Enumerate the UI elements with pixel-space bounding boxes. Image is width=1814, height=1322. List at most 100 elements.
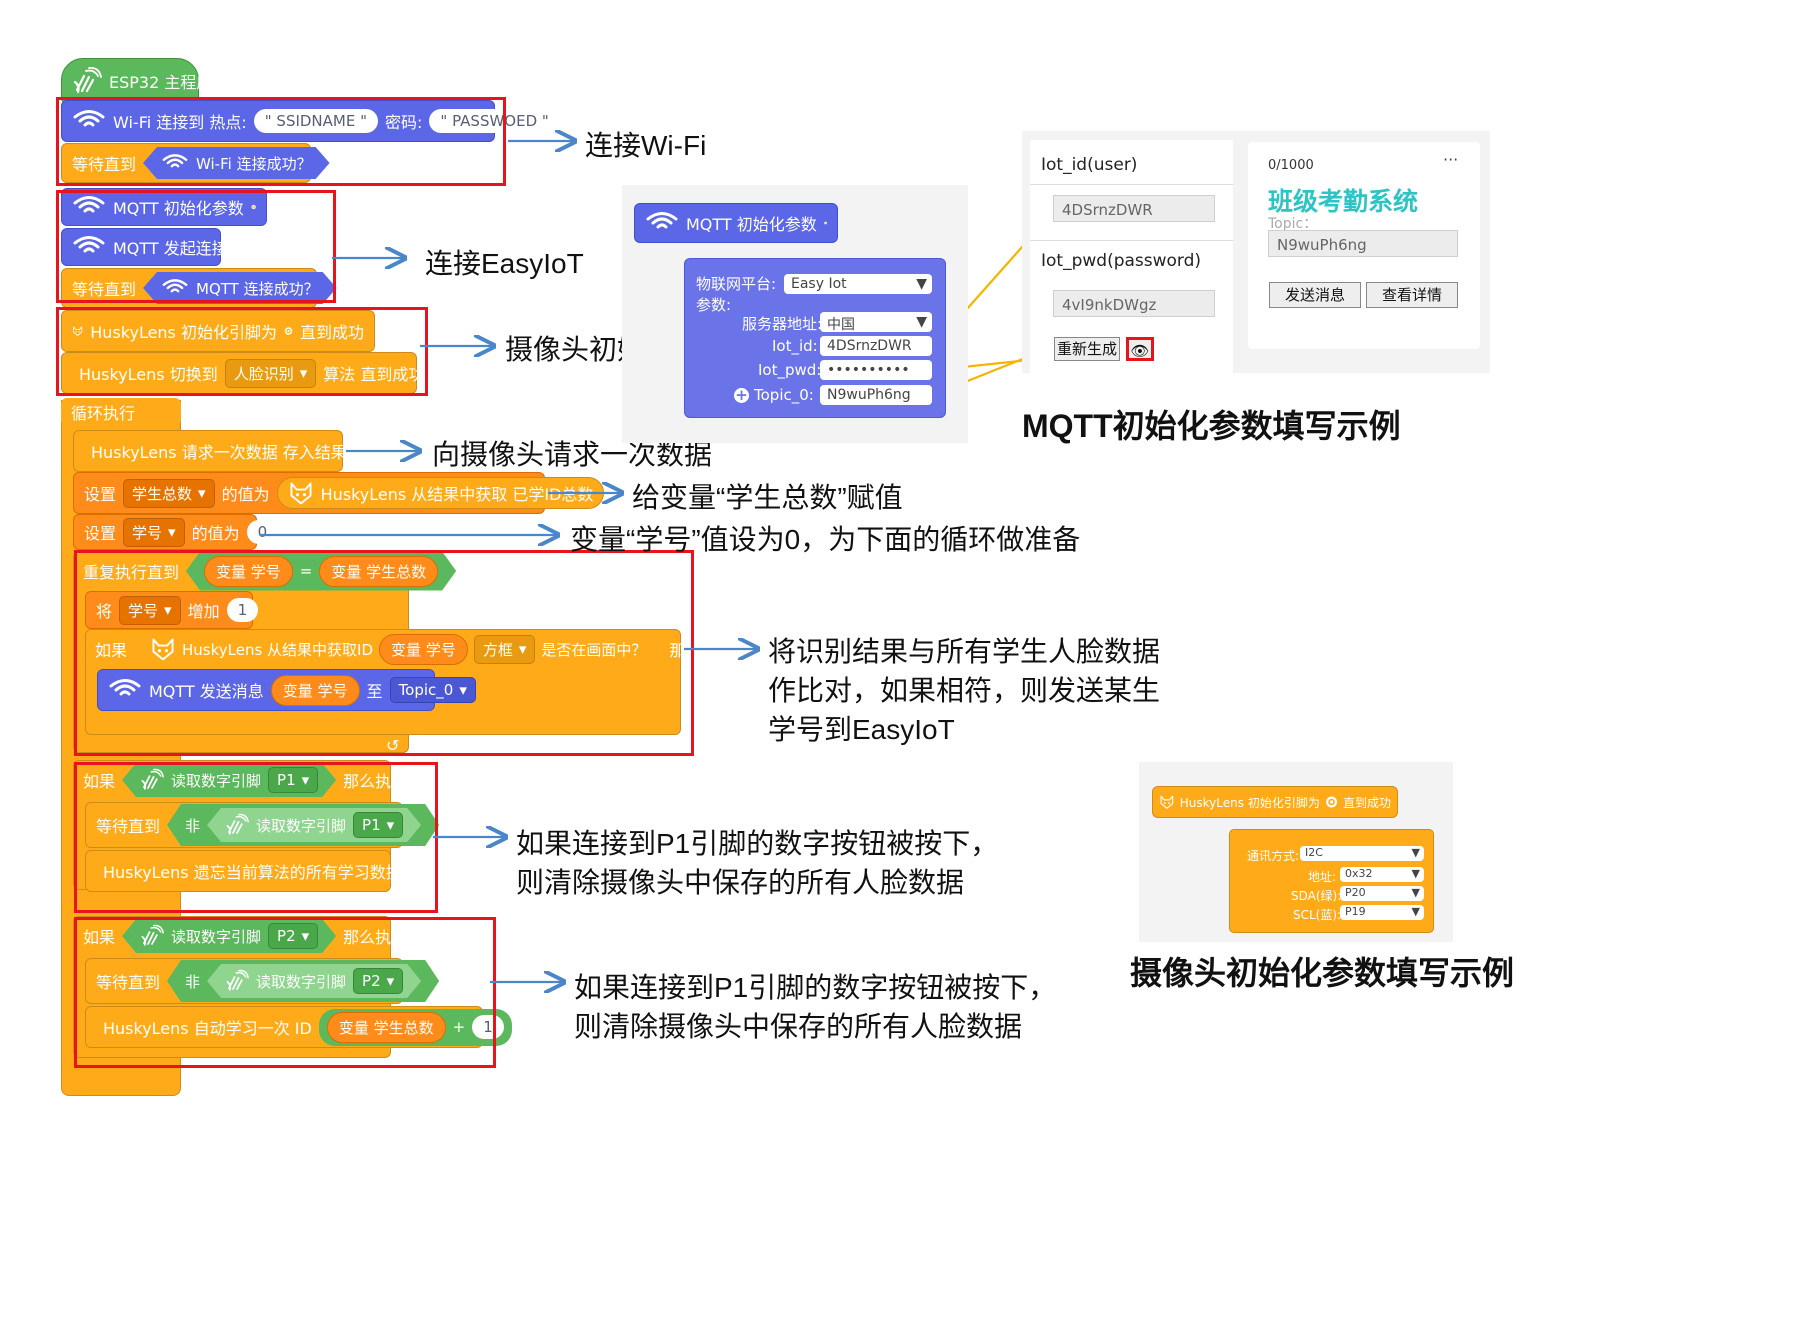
- scl-select[interactable]: P19▼: [1340, 905, 1424, 920]
- read-pin-label: 读取数字引脚: [171, 771, 262, 790]
- huskylens-switch-block[interactable]: HuskyLens 切换到 人脸识别▾ 算法 直到成功: [61, 352, 424, 394]
- equals-condition[interactable]: 变量 学号 = 变量 学生总数: [186, 552, 456, 591]
- read-p1-condition[interactable]: 读取数字引脚 P1▾: [207, 808, 421, 842]
- password-input[interactable]: " PASSWOED ": [429, 109, 560, 133]
- show-password-button[interactable]: 👁: [1126, 337, 1154, 361]
- view-details-button[interactable]: 查看详情: [1366, 282, 1458, 308]
- annotation-compare: 将识别结果与所有学生人脸数据 作比对，如果相符，则发送某生 学号到EasyIoT: [768, 632, 1160, 749]
- addend-input[interactable]: 1: [472, 1015, 504, 1039]
- iot-pwd-label: Iot_pwd:: [758, 361, 822, 379]
- wifi-connected-condition[interactable]: Wi-Fi 连接成功？: [143, 147, 330, 179]
- increment-block[interactable]: 将 学号▾ 增加 1: [85, 591, 259, 629]
- husky-example-block[interactable]: HuskyLens 初始化引脚为 直到成功: [1152, 786, 1398, 818]
- learned-id-total-label: HuskyLens 从结果中获取 已学ID总数: [320, 485, 594, 504]
- pin-value: P2: [277, 927, 296, 945]
- iot-pwd-input[interactable]: ••••••••••: [820, 360, 932, 380]
- huskylens-init-label: HuskyLens 初始化引脚为: [90, 323, 277, 342]
- add-icon[interactable]: +: [734, 386, 749, 404]
- pin-dropdown[interactable]: P1▾: [353, 812, 403, 838]
- wifi-connect-block[interactable]: Wi-Fi 连接到 热点: " SSIDNAME " 密码: " PASSWOE…: [61, 100, 560, 142]
- annotation-clear1-line: 则清除摄像头中保存的所有人脸数据: [516, 867, 965, 898]
- huskylens-request-block[interactable]: HuskyLens 请求一次数据 存入结果: [73, 430, 347, 472]
- more-icon[interactable]: ···: [1443, 150, 1459, 169]
- id-in-frame-condition[interactable]: HuskyLens 从结果中获取ID 变量 学号 方框▾ 是否在画面中？: [134, 630, 662, 669]
- shape-dropdown[interactable]: 方框▾: [474, 635, 536, 664]
- gear-icon[interactable]: [1325, 792, 1338, 812]
- send-message-button[interactable]: 发送消息: [1269, 282, 1361, 308]
- variable-dropdown[interactable]: 学号▾: [123, 517, 185, 547]
- if-label: 如果: [83, 772, 116, 791]
- algorithm-value: 人脸识别: [233, 364, 294, 383]
- annotation-clear1-line: 如果连接到P1引脚的数字按钮被按下，: [516, 828, 999, 859]
- read-p2-condition[interactable]: 读取数字引脚 P2▾: [122, 919, 336, 953]
- if-p1-block[interactable]: 如果 读取数字引脚 P1▾ 那么执行: [73, 760, 407, 800]
- not-condition[interactable]: 非 读取数字引脚 P2▾: [167, 960, 439, 1002]
- password-label: 密码:: [385, 113, 423, 132]
- chevron-down-icon: ▾: [299, 364, 308, 382]
- chevron-down-icon: ▼: [916, 276, 927, 292]
- eye-icon: 👁: [1130, 342, 1150, 360]
- wait-not-p2-block[interactable]: 等待直到 非 读取数字引脚 P2▾: [85, 958, 403, 1004]
- ssid-input[interactable]: " SSIDNAME ": [253, 109, 379, 133]
- pin-dropdown[interactable]: P2▾: [268, 923, 318, 949]
- until-success-label: 直到成功: [299, 323, 364, 342]
- not-condition[interactable]: 非 读取数字引脚 P1▾: [167, 804, 439, 846]
- husky-example-tail: 直到成功: [1342, 795, 1391, 810]
- mqtt-init-block[interactable]: MQTT 初始化参数: [61, 188, 267, 226]
- annotation-request: 向摄像头请求一次数据: [432, 439, 713, 470]
- iot-id-input[interactable]: 4DSrnzDWR: [820, 336, 932, 356]
- mqtt-connected-condition[interactable]: MQTT 连接成功？: [143, 272, 337, 304]
- variable-dropdown[interactable]: 学号▾: [119, 595, 181, 625]
- variable-dropdown[interactable]: 学生总数▾: [123, 478, 215, 508]
- mqtt-send-label: MQTT 发送消息: [149, 682, 264, 701]
- shape-value: 方框: [482, 640, 513, 659]
- forget-learned-block[interactable]: HuskyLens 遗忘当前算法的所有学习数据: [85, 850, 402, 892]
- auto-learn-block[interactable]: HuskyLens 自动学习一次 ID 变量 学生总数 + 1: [85, 1006, 512, 1048]
- wait-wifi-block[interactable]: 等待直到 Wi-Fi 连接成功？: [61, 143, 311, 183]
- regenerate-button[interactable]: 重新生成: [1054, 337, 1120, 361]
- divider: [1030, 240, 1233, 241]
- wifi-connect-label: Wi-Fi 连接到 热点:: [113, 113, 247, 132]
- gear-icon[interactable]: [824, 211, 827, 235]
- address-value: 0x32: [1345, 867, 1373, 880]
- sda-select[interactable]: P20▼: [1340, 886, 1424, 901]
- increment-input[interactable]: 1: [226, 598, 259, 622]
- wait-mqtt-block[interactable]: 等待直到 MQTT 连接成功？: [61, 268, 317, 308]
- if-p2-block[interactable]: 如果 读取数字引脚 P2▾ 那么执行: [73, 916, 407, 956]
- esp32-main-hat[interactable]: ESP32 主程序: [61, 58, 212, 104]
- if-id-in-frame-block[interactable]: 如果 HuskyLens 从结果中获取ID 变量 学号 方框▾ 是否在画面中？ …: [85, 629, 733, 669]
- auto-learn-label: HuskyLens 自动学习一次 ID: [103, 1019, 312, 1038]
- mode-select[interactable]: I2C▼: [1300, 846, 1424, 861]
- repeat-until-block[interactable]: 重复执行直到 变量 学号 = 变量 学生总数: [73, 551, 409, 591]
- wait-not-p1-block[interactable]: 等待直到 非 读取数字引脚 P1▾: [85, 802, 403, 848]
- sda-label: SDA(绿):: [1291, 889, 1342, 903]
- set-id-block[interactable]: 设置 学号▾ 的值为 0: [73, 514, 279, 550]
- mqtt-send-block[interactable]: MQTT 发送消息 变量 学号 至 Topic_0▾: [97, 669, 476, 711]
- mqtt-example-block[interactable]: MQTT 初始化参数: [634, 203, 838, 243]
- server-select[interactable]: 中国▼: [820, 312, 932, 333]
- mqtt-connect-block[interactable]: MQTT 发起连接: [61, 228, 228, 266]
- forever-loop-block[interactable]: 循环执行: [61, 398, 181, 426]
- forever-loop-label: 循环执行: [71, 404, 136, 423]
- iot-user-field: 4DSrnzDWR: [1053, 195, 1215, 222]
- pin-value: P1: [277, 771, 296, 789]
- pin-dropdown[interactable]: P2▾: [353, 968, 403, 994]
- husky-example-caption: 摄像头初始化参数填写示例: [1130, 955, 1515, 991]
- topic-input[interactable]: N9wuPh6ng: [820, 385, 932, 405]
- read-p2-condition[interactable]: 读取数字引脚 P2▾: [207, 964, 421, 998]
- huskylens-switch-label: HuskyLens 切换到: [79, 365, 218, 384]
- annotation-clear2-line: 如果连接到P1引脚的数字按钮被按下，: [574, 972, 1057, 1003]
- address-select[interactable]: 0x32▼: [1340, 867, 1424, 882]
- read-p1-condition[interactable]: 读取数字引脚 P1▾: [122, 763, 336, 797]
- iot-password-field: 4vI9nkDWgz: [1053, 290, 1215, 317]
- huskylens-init-block[interactable]: HuskyLens 初始化引脚为 直到成功: [61, 310, 375, 352]
- algorithm-dropdown[interactable]: 人脸识别 ▾: [224, 358, 317, 388]
- wait-until-label: 等待直到: [96, 817, 161, 836]
- add-reporter[interactable]: 变量 学生总数 + 1: [318, 1008, 512, 1046]
- topic-dropdown[interactable]: Topic_0▾: [389, 677, 476, 703]
- value-input[interactable]: 0: [246, 520, 279, 544]
- platform-select[interactable]: Easy Iot▼: [784, 274, 932, 294]
- chevron-down-icon: ▼: [916, 314, 927, 330]
- pin-dropdown[interactable]: P1▾: [268, 767, 318, 793]
- params-label: 参数:: [696, 296, 732, 314]
